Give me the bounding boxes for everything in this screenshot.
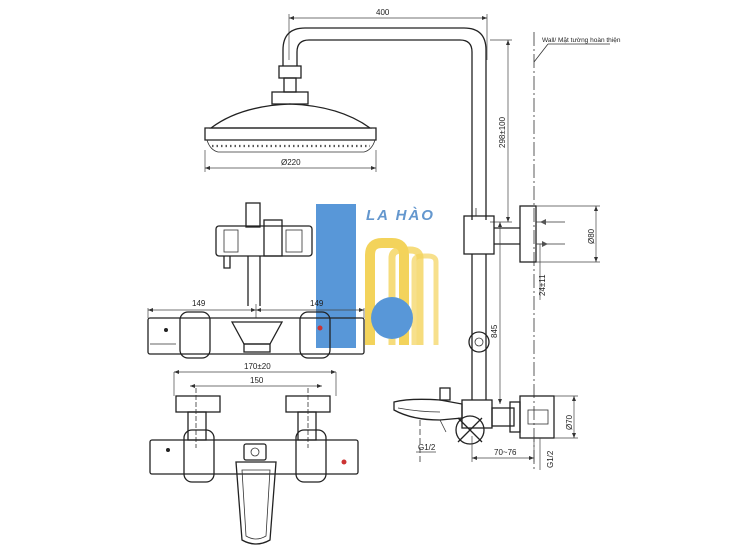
wall-bracket-upper: Ø80 — [519, 205, 600, 263]
dim-top-width: 400 — [288, 8, 488, 60]
dim-70-76-label: 70~76 — [494, 448, 517, 457]
mixer-side-view — [393, 387, 555, 462]
dim-70-label: Ø70 — [565, 414, 574, 430]
shower-arm — [271, 27, 487, 220]
dim-wall-offset: 70~76 — [471, 436, 535, 462]
dim-thread-right: G1/2 — [539, 438, 555, 470]
riser-column — [463, 208, 520, 400]
dim-riser: 298±100 — [490, 39, 512, 223]
logo-blue-circle — [371, 297, 413, 339]
dim-column: 845 — [490, 222, 502, 404]
dim-149-left-label: 149 — [192, 299, 206, 308]
mixer-front-view — [147, 311, 365, 359]
brand-text: LA HÀO — [366, 207, 435, 224]
dim-thread-left: G1/2 — [416, 443, 436, 453]
dim-845-label: 845 — [490, 324, 499, 338]
logo-blue-bar — [316, 204, 356, 348]
watermark-logo: LA HÀO — [316, 204, 439, 348]
dim-400-label: 400 — [376, 8, 390, 17]
dim-170-label: 170±20 — [244, 362, 271, 371]
dim-24-label: 24±11 — [538, 274, 547, 296]
dim-298-label: 298±100 — [498, 116, 507, 148]
dim-80-label: Ø80 — [587, 228, 596, 244]
dim-mixer-halves: 149 149 — [147, 299, 365, 318]
thread-left-label: G1/2 — [418, 443, 436, 452]
dim-150-label: 150 — [250, 376, 264, 385]
dim-inlet-spacing: 170±20 150 — [173, 362, 337, 396]
dim-flange: Ø70 — [554, 395, 578, 439]
slide-bar-holder — [215, 202, 313, 306]
mixer-bottom-view — [149, 388, 359, 545]
thread-right-label: G1/2 — [546, 450, 555, 468]
dim-bracket-offset: 24±11 — [536, 243, 547, 300]
wall-note-label: Wall/ Mặt tường hoàn thiện — [542, 37, 621, 44]
wall-line: Wall/ Mặt tường hoàn thiện — [533, 32, 621, 470]
shower-head: Ø220 — [204, 103, 377, 172]
dim-149-right-label: 149 — [310, 299, 324, 308]
dim-220-label: Ø220 — [281, 158, 301, 167]
